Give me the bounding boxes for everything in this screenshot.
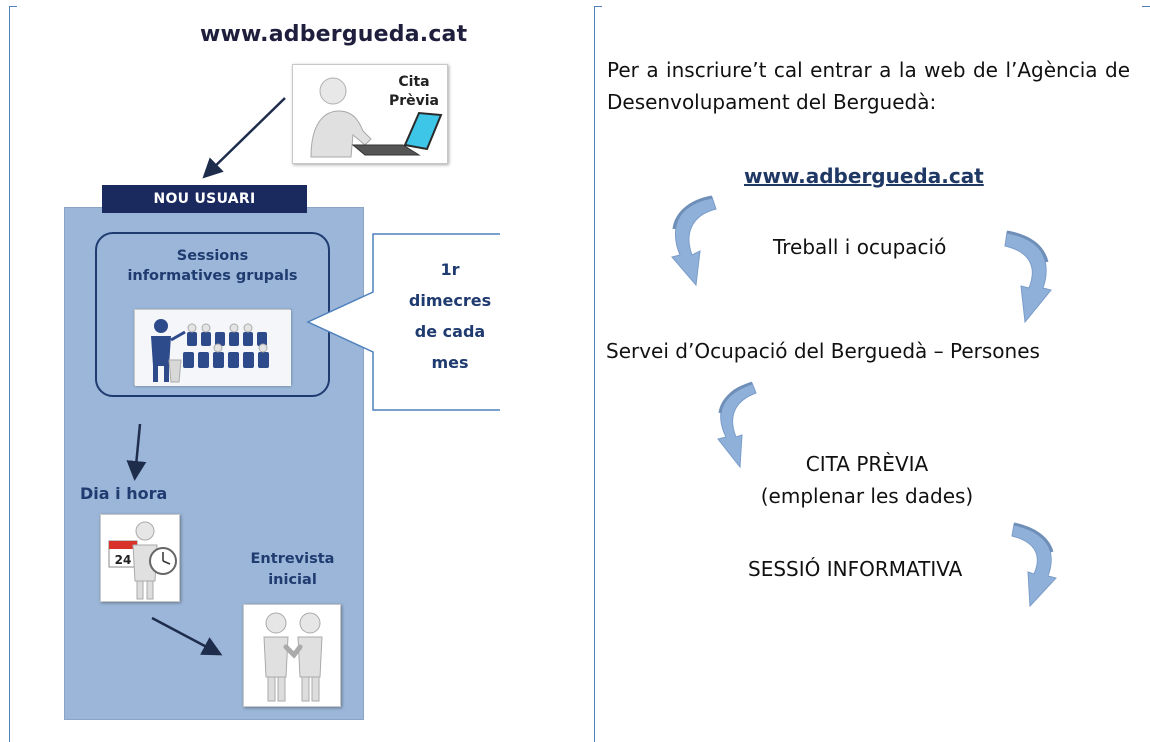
table-border-middle (594, 6, 595, 742)
person-laptop-icon (310, 77, 443, 158)
curved-arrow-icon-2 (1004, 230, 1052, 324)
step-sessio-informativa: SESSIÓ INFORMATIVA (748, 557, 963, 581)
calendar-image-card: 24 (100, 514, 180, 602)
arrow-to-nou-usuari (202, 97, 286, 179)
table-border-top-left (9, 6, 17, 7)
meeting-image-card (134, 309, 291, 386)
callout-line3: de cada (414, 322, 486, 341)
curved-arrow-icon-1 (671, 195, 717, 287)
entrevista-label: Entrevista inicial (230, 549, 355, 591)
intro-paragraph: Per a inscriure’t cal entrar a la web de… (607, 58, 1130, 114)
website-title: www.adbergueda.cat (200, 22, 468, 47)
sessions-label-line1: Sessions (176, 248, 249, 264)
step-cita-line1: CITA PRÈVIA (805, 452, 929, 476)
table-border-left (9, 6, 10, 742)
curved-arrow-icon-4 (1011, 522, 1057, 608)
calendar-day-text: 24 (115, 553, 132, 567)
sessions-label: Sessions informatives grupals (97, 246, 328, 286)
curved-arrow-icon-3 (717, 381, 757, 469)
dia-hora-label: Dia i hora (80, 484, 168, 503)
callout-line4: mes (431, 353, 469, 372)
step-cita-previa: CITA PRÈVIA (emplenar les dades) (749, 448, 985, 512)
cita-label-line1: Cita (398, 74, 430, 90)
handshake-icon (263, 612, 323, 702)
step-cita-line2: (emplenar les dades) (760, 484, 974, 508)
table-border-top-right (594, 6, 602, 7)
website-link[interactable]: www.adbergueda.cat (744, 164, 984, 188)
sessions-label-line2: informatives grupals (127, 268, 298, 284)
callout-line2: dimecres (408, 291, 492, 310)
table-border-top-far-right (1142, 6, 1150, 7)
cita-previa-card: Cita Prèvia (292, 64, 448, 164)
handshake-image-card (243, 604, 341, 707)
presentation-meeting-icon (135, 310, 291, 386)
callout-line1: 1r (440, 260, 460, 279)
callout-text: 1r dimecres de cada mes (400, 254, 500, 378)
cita-previa-label: Cita Prèvia (381, 73, 447, 111)
callout-arrow-shape (306, 233, 500, 411)
step-treball-ocupacio: Treball i ocupació (773, 235, 947, 259)
nou-usuari-bar: NOU USUARI (102, 185, 307, 213)
calendar-clock-icon: 24 (108, 521, 177, 600)
entrevista-line2: inicial (268, 572, 317, 588)
cita-label-line2: Prèvia (388, 93, 440, 109)
entrevista-line1: Entrevista (250, 551, 335, 567)
step-servei-ocupacio: Servei d’Ocupació del Berguedà – Persone… (606, 339, 1040, 363)
